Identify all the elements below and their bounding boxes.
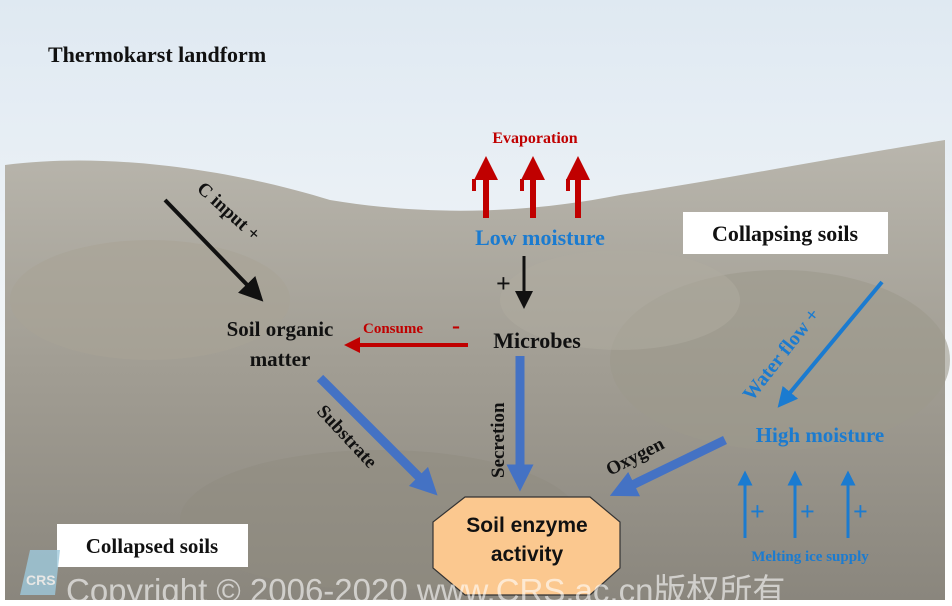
copyright-watermark: Copyright © 2006-2020 www.CRS.ac.cn版权所有	[66, 572, 785, 606]
evaporation-label: Evaporation	[492, 130, 577, 147]
minus-sign	[520, 179, 524, 191]
terrain-mound	[500, 250, 740, 350]
plus-sign: +	[800, 497, 815, 526]
consume-label: Consume	[363, 321, 423, 337]
collapsing-soils-label: Collapsing soils	[712, 221, 859, 246]
collapsed-soils-box	[57, 524, 248, 567]
secretion-label: Secretion	[488, 402, 509, 478]
minus-sign	[472, 179, 476, 191]
plus-sign: +	[853, 497, 868, 526]
melting-ice-arrows: + + +	[737, 470, 868, 538]
plus-sign: +	[750, 497, 765, 526]
logo-shape	[20, 550, 60, 595]
enzyme-label-line2: activity	[491, 543, 564, 566]
water-flow-arrow	[777, 280, 884, 408]
minus-sign	[566, 179, 570, 191]
logo-text: CRS	[26, 572, 56, 588]
crs-logo: CRS	[20, 550, 60, 595]
consume-minus-sign: -	[452, 313, 460, 339]
high-moisture-label: High moisture	[756, 423, 885, 447]
plus-sign: +	[496, 269, 511, 298]
evaporation-arrows	[472, 156, 590, 218]
soil-organic-matter-label-line1: Soil organic	[227, 317, 334, 341]
soil-organic-matter-label-line2: matter	[250, 347, 311, 371]
microbes-label: Microbes	[493, 328, 581, 353]
title: Thermokarst landform	[48, 42, 266, 67]
collapsing-soils-box	[683, 212, 888, 254]
low-moisture-label: Low moisture	[475, 225, 605, 250]
oxygen-arrow	[609, 435, 727, 497]
substrate-arrow	[316, 374, 438, 496]
terrain-mound	[10, 240, 290, 360]
enzyme-label-line1: Soil enzyme	[466, 514, 587, 537]
c-input-arrow	[163, 198, 264, 302]
collapsed-soils-label: Collapsed soils	[86, 534, 218, 558]
soil-enzyme-activity-node	[432, 496, 621, 596]
melting-ice-label: Melting ice supply	[751, 549, 869, 565]
